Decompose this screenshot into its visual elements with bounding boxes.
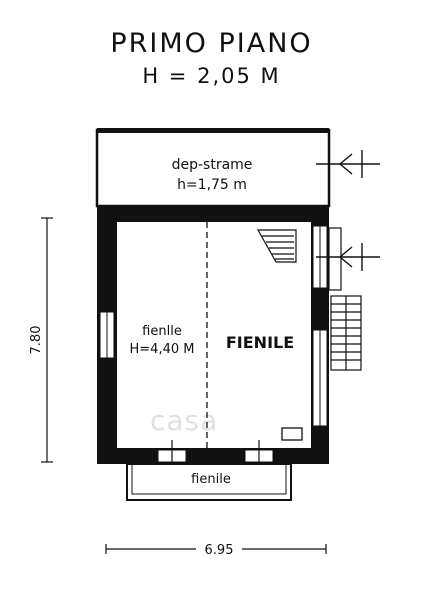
storage-room-roof-edge [97, 128, 329, 133]
hayloft-small-height: H=4,40 M [130, 342, 195, 357]
fixture-box [281, 427, 303, 441]
hayloft-small-label: fienlle [142, 324, 182, 339]
height-dimension-label: 7.80 [29, 326, 44, 355]
inner-staircase [256, 229, 297, 263]
hayloft-main-label: FIENILE [226, 333, 294, 352]
entrance-arrow-lower-icon [316, 243, 380, 271]
outer-staircase [330, 295, 362, 371]
width-dimension-line [105, 544, 327, 554]
plan-title: PRIMO PIANO [110, 28, 313, 59]
entrance-arrow-icon [316, 150, 380, 178]
right-landing [328, 227, 342, 291]
storage-room-height: h=1,75 m [177, 177, 247, 193]
storage-room-label: dep-strame [172, 157, 253, 173]
plan-height: H = 2,05 M [142, 64, 281, 88]
height-dimension-line [41, 217, 53, 463]
width-dimension-label: 6.95 [205, 543, 234, 558]
balcony-label: fienile [191, 472, 231, 487]
watermark-text: casa [150, 404, 219, 437]
